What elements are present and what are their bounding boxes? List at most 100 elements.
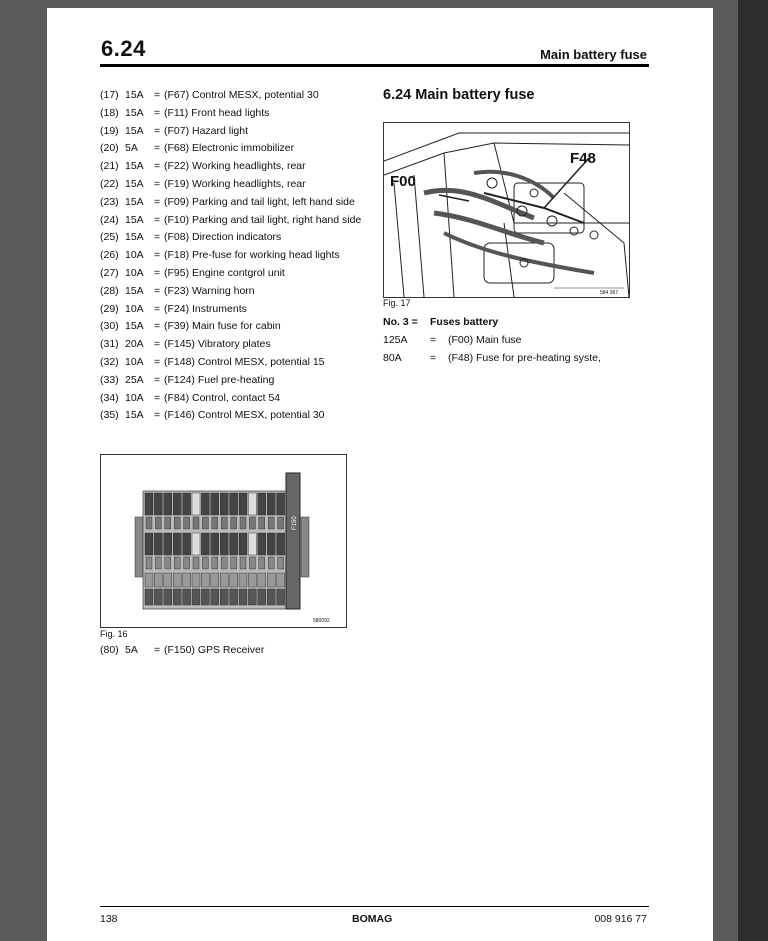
fuse-description: (F22) Working headlights, rear [164, 160, 306, 173]
fuse-amperage: 15A [125, 160, 144, 173]
fuse-amperage: 25A [125, 373, 144, 386]
legend-amp: 125A [383, 334, 408, 346]
fuse-description: (F07) Hazard light [164, 124, 249, 137]
viewer-edge [738, 0, 768, 941]
fuse-number: (29) [100, 302, 119, 315]
fuse-equals: = [154, 195, 161, 208]
chapter-number: 6.24 [101, 36, 146, 61]
label-f00: F00 [390, 173, 416, 190]
fuse-description: (F19) Working headlights, rear [164, 177, 306, 190]
fuse-description: (F23) Warning horn [164, 284, 255, 297]
fuse-number: (18) [100, 106, 119, 119]
fuse-amperage: 15A [125, 284, 144, 297]
fuse-row: (26)10A=(F18) Pre-fuse for working head … [100, 247, 365, 265]
fuse-equals: = [154, 249, 161, 262]
fuse-amperage: 15A [125, 320, 144, 333]
fuse-amperage: 15A [125, 89, 144, 101]
fuse-row: (18) 15A =(F11) Front head lights [100, 105, 365, 123]
fuse-amperage: 15A [125, 213, 144, 226]
fuse-number: (27) [100, 266, 119, 279]
fuse-row: (32)10A=(F148) Control MESX, potential 1… [100, 354, 365, 372]
fuse-amperage: 15A [125, 195, 144, 208]
footer-rule [100, 906, 649, 907]
fuse-equals: = [154, 302, 161, 315]
fuse-description: (F39) Main fuse for cabin [164, 320, 281, 333]
fuse-equals: = [154, 213, 161, 226]
legend-heading: No. 3 = Fuses battery [383, 313, 601, 331]
fuse-row: (34)10A=(F84) Control, contact 54 [100, 390, 365, 408]
fuse-number: (23) [100, 195, 119, 208]
fig16-caption: Fig. 16 [100, 629, 128, 639]
fuse-amperage: 10A [125, 266, 144, 279]
fuse-amperage: 15A [125, 124, 144, 137]
fuse-amperage: 15A [125, 409, 144, 422]
fuse-amperage: 10A [125, 391, 144, 404]
fuse-number: (33) [100, 373, 119, 386]
fuse-equals: = [154, 124, 161, 137]
legend-heading-text: Fuses battery [430, 316, 499, 328]
fuse-description: (F68) Electronic immobilizer [164, 142, 295, 155]
fuse-row: (24)15A=(F10) Parking and tail light, ri… [100, 212, 365, 230]
fuse-number: (80) [100, 644, 119, 656]
legend-row: 80A = (F48) Fuse for pre-heating syste, [383, 349, 601, 367]
fuse-equals: = [154, 338, 161, 351]
legend-heading-no: No. 3 = [383, 316, 418, 328]
figure-17-battery-fuses: F00 F48 584 367 [383, 122, 630, 298]
header-rule [100, 64, 649, 67]
gps-fuse-row: (80) 5A = (F150) GPS Receiver [100, 644, 264, 656]
fuse-equals: = [154, 644, 161, 656]
legend-eq: = [430, 334, 437, 346]
fuse-description: (F146) Control MESX, potential 30 [164, 409, 325, 422]
fuse-equals: = [154, 355, 161, 368]
fuse-number: (19) [100, 124, 119, 137]
section-title: 6.24 Main battery fuse [383, 87, 535, 103]
fuse-number: (21) [100, 160, 119, 173]
fuse-description: (F11) Front head lights [164, 106, 270, 119]
fuse-amperage: 10A [125, 302, 144, 315]
document-number: 008 916 77 [594, 913, 647, 925]
fuse-description: (F95) Engine contgrol unit [164, 266, 285, 279]
fuse-number: (25) [100, 231, 119, 244]
legend-amp: 80A [383, 352, 402, 364]
fuse-row: (31)20A=(F145) Vibratory plates [100, 336, 365, 354]
fig17-image-code: 584 367 [600, 290, 618, 296]
fuse-row: (35)15A=(F146) Control MESX, potential 3… [100, 407, 365, 425]
fuse-equals: = [154, 231, 161, 244]
fuse-equals: = [154, 391, 161, 404]
fuse-number: (34) [100, 391, 119, 404]
fuse-number: (20) [100, 142, 119, 155]
fuse-row: (27)10A=(F95) Engine contgrol unit [100, 265, 365, 283]
fuse-description: (F148) Control MESX, potential 15 [164, 355, 325, 368]
fuse-amperage: 10A [125, 355, 144, 368]
battery-fuse-illustration: F00 F48 584 367 [384, 132, 629, 297]
fuse-row: (20)5A=(F68) Electronic immobilizer [100, 140, 365, 158]
fuse-number: (28) [100, 284, 119, 297]
fuse-description: (F145) Vibratory plates [164, 338, 271, 351]
document-page: 6.24 Main battery fuse (17)15A=(F67) Con… [47, 8, 713, 941]
fuse-description: (F124) Fuel pre-heating [164, 373, 275, 386]
fuse-amperage: 15A [125, 231, 144, 244]
fuse-row: (21) 15A =(F22) Working headlights, rear [100, 158, 365, 176]
fig16-image-code: 580092 [313, 618, 330, 624]
fuse-equals: = [154, 409, 161, 422]
fuse-list: (17)15A=(F67) Control MESX, potential 30… [100, 87, 365, 425]
chapter-title: Main battery fuse [540, 47, 647, 62]
fuse-row: (29) 10A =(F24) Instruments [100, 301, 365, 319]
fuse-equals: = [154, 106, 161, 119]
fuse-amperage: 5A [125, 142, 138, 155]
fuse-row: (23) 15A =(F09) Parking and tail light, le… [100, 194, 365, 212]
fuse-description: (F09) Parking and tail light, left hand … [164, 195, 355, 208]
fuse-description: (F24) Instruments [164, 302, 247, 315]
fuse-description: (F150) GPS Receiver [164, 644, 265, 656]
fuse-amperage: 15A [125, 106, 144, 119]
fuse-number: (26) [100, 249, 119, 262]
fuse-equals: = [154, 160, 161, 173]
fuse-row: (33)25A=(F124) Fuel pre-heating [100, 372, 365, 390]
fuse-equals: = [154, 284, 161, 297]
fuse-row: (22)15A=(F19) Working headlights, rear [100, 176, 365, 194]
figure-16-fuse-box: F150 580092 [100, 454, 347, 628]
fuse-amperage: 10A [125, 249, 144, 262]
fuse-number: (22) [100, 177, 119, 190]
fuse-row: (19) 15A =(F07) Hazard light [100, 123, 365, 141]
fuse-number: (30) [100, 320, 119, 333]
